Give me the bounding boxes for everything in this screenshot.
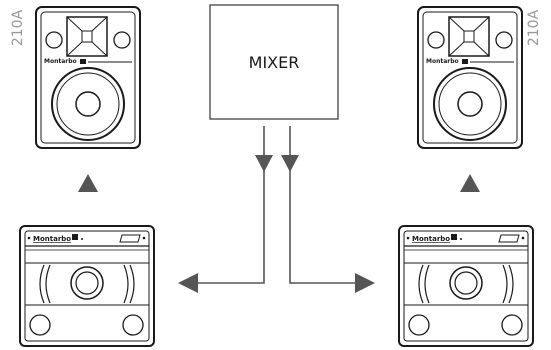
left-monitor-brand: Montarbo [33,235,71,243]
left-monitor: Montarbo [19,225,155,347]
right-monitor-arrow-icon [355,273,375,293]
mixer-down-arrow-left-icon [255,155,273,172]
right-speaker-brand: Montarbo [426,58,459,65]
right-speaker: 210A Montarbo [417,6,542,149]
right-monitor-brand: Montarbo [412,235,450,243]
left-up-arrow-icon [78,174,98,192]
signal-lines [196,126,357,284]
left-speaker: 210A Montarbo [10,6,141,149]
mixer-down-arrow-right-icon [281,155,299,172]
mixer-box [209,4,339,120]
left-woofer-icon [51,67,125,141]
mixer: MIXER [209,4,339,120]
right-up-arrow-icon [460,174,480,192]
right-speaker-model: 210A [526,9,542,46]
right-monitor: Montarbo [398,225,534,347]
mixer-label: MIXER [249,53,300,72]
left-speaker-brand: Montarbo [44,58,77,65]
right-woofer-icon [433,67,507,141]
left-speaker-model: 210A [10,9,26,46]
left-monitor-arrow-icon [178,273,198,293]
